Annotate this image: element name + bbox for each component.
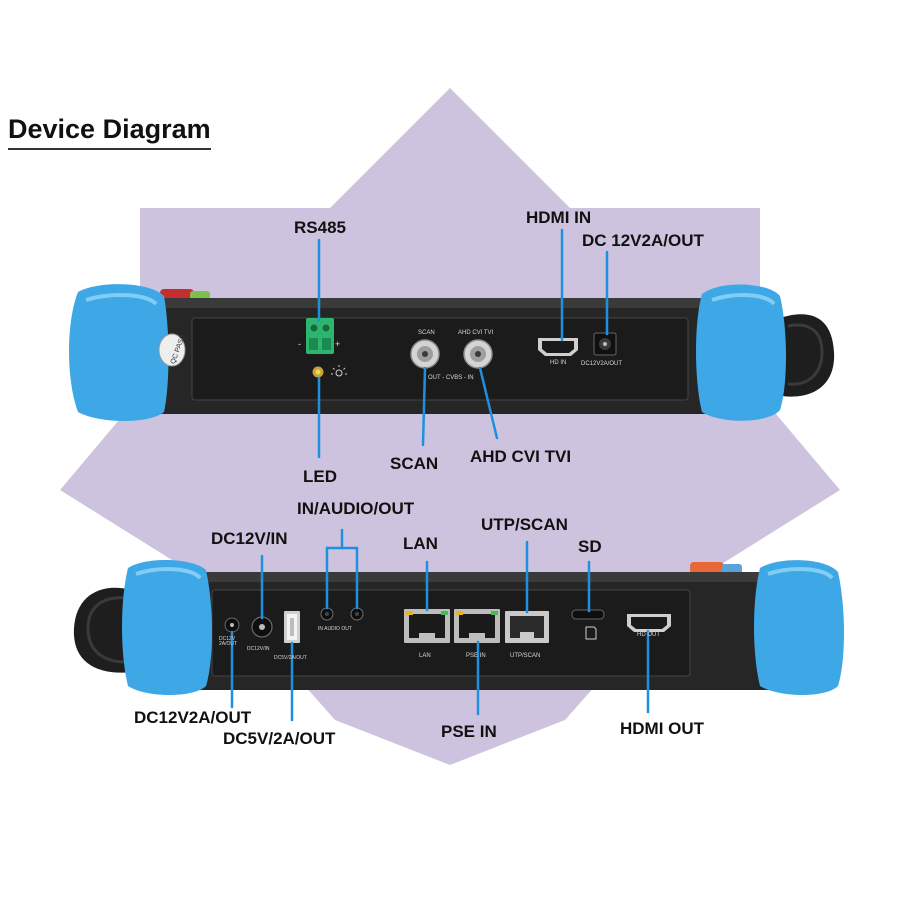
silk-audio: IN AUDIO OUT (318, 626, 352, 632)
label-lan: LAN (403, 534, 438, 553)
silk-pse: PSE IN (466, 653, 486, 659)
bottom-left-bumper (122, 559, 212, 695)
bottom-strap (73, 587, 132, 673)
silk-dc12-out: DC12V 2A/OUT (219, 636, 238, 647)
side-button-orange (690, 562, 724, 574)
silk-cvbs: OUT - CVBS - IN (428, 375, 474, 381)
silk-scan: SCAN (418, 330, 435, 336)
label-scan: SCAN (390, 454, 439, 473)
label-dc12v2a-out: DC12V2A/OUT (134, 708, 252, 727)
label-pse-in: PSE IN (441, 722, 497, 741)
bnc-ahd-connector (463, 339, 493, 369)
label-hdmi-out: HDMI OUT (620, 719, 705, 738)
top-device (69, 284, 835, 421)
hdmi-out-port (627, 614, 671, 632)
label-in-audio-out: IN/AUDIO/OUT (297, 499, 415, 518)
top-right-bumper (696, 284, 786, 421)
bottom-right-bumper (754, 560, 844, 695)
top-left-bumper (69, 284, 169, 421)
utp-scan-port (505, 611, 549, 643)
lan-port (404, 609, 450, 643)
label-dc12v-in: DC12V/IN (211, 529, 288, 548)
scan-line (421, 366, 427, 447)
label-utp-scan: UTP/SCAN (481, 515, 568, 534)
dc-out-jack-top (593, 332, 617, 356)
audio-out-jack (350, 607, 364, 621)
silk-hd-out: HD OUT (637, 632, 660, 638)
silk-ahd: AHD CVI TVI (458, 330, 494, 336)
label-led: LED (303, 467, 337, 486)
qc-pass-sticker (158, 333, 186, 367)
bottom-face-panel (211, 589, 691, 677)
sd-card-icon (585, 626, 597, 640)
callout-lines (230, 228, 650, 722)
silk-dc-out: DC12V2A/OUT (581, 361, 623, 367)
top-strap (780, 314, 835, 397)
ahd-line (478, 366, 499, 440)
audio-in-jack (320, 607, 334, 621)
bottom-device (73, 559, 844, 695)
label-dc-12v2a-out: DC 12V2A/OUT (582, 231, 704, 250)
silk-utp: UTP/SCAN (510, 653, 541, 659)
hdmi-in-port (538, 338, 578, 356)
silk-minus: - (298, 339, 301, 349)
label-sd: SD (578, 537, 602, 556)
dc12v-out-jack (224, 617, 240, 633)
silk-dc-in: DC12V/IN (247, 646, 270, 652)
label-hdmi-in: HDMI IN (526, 208, 592, 227)
silk-hd-in: HD IN (550, 360, 567, 366)
usb-port (284, 611, 300, 643)
label-dc5v-2a-out: DC5V/2A/OUT (223, 729, 336, 748)
top-face-panel (191, 317, 689, 401)
silk-plus: + (335, 339, 341, 349)
page-title: Device Diagram (8, 114, 211, 151)
bnc-scan-connector (410, 339, 440, 369)
dc12v-in-jack (251, 616, 273, 638)
silk-lan: LAN (419, 653, 431, 659)
label-ahd-cvi-tvi: AHD CVI TVI (470, 447, 572, 466)
label-rs485: RS485 (294, 218, 346, 237)
silk-dc5-out: DC5V/2A/OUT (274, 655, 307, 661)
pse-in-port (454, 609, 500, 643)
